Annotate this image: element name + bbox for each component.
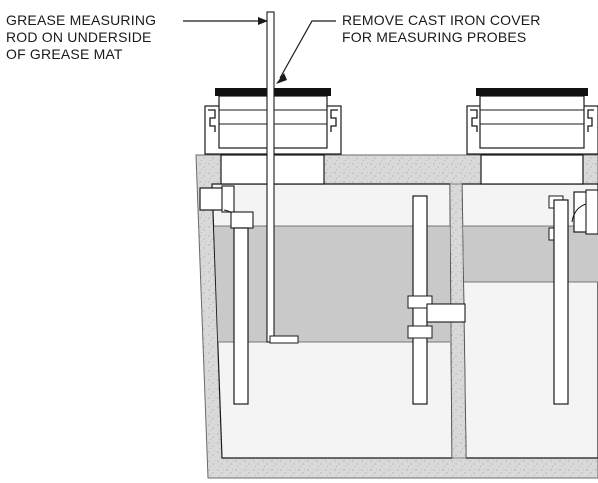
right-cast-iron-cover bbox=[466, 88, 598, 155]
callout-line: ROD ON UNDERSIDE bbox=[6, 29, 152, 45]
grease-measuring-rod bbox=[266, 11, 299, 344]
callout-line: OF GREASE MAT bbox=[6, 46, 123, 62]
grease-layer-right bbox=[463, 226, 598, 282]
leader-line-cover bbox=[276, 20, 336, 84]
outlet-pipe bbox=[548, 189, 598, 405]
leader-line-rod bbox=[183, 17, 268, 25]
callout-line: REMOVE CAST IRON COVER bbox=[342, 12, 541, 28]
callout-line: FOR MEASURING PROBES bbox=[342, 29, 527, 45]
grease-rod-callout: GREASE MEASURING ROD ON UNDERSIDE OF GRE… bbox=[6, 12, 186, 63]
cast-iron-cover-callout: REMOVE CAST IRON COVER FOR MEASURING PRO… bbox=[342, 12, 592, 46]
crossover-pipe bbox=[407, 195, 466, 405]
right-riser-neck bbox=[480, 154, 584, 185]
callout-line: GREASE MEASURING bbox=[6, 12, 157, 28]
inlet-pipe bbox=[199, 185, 254, 405]
